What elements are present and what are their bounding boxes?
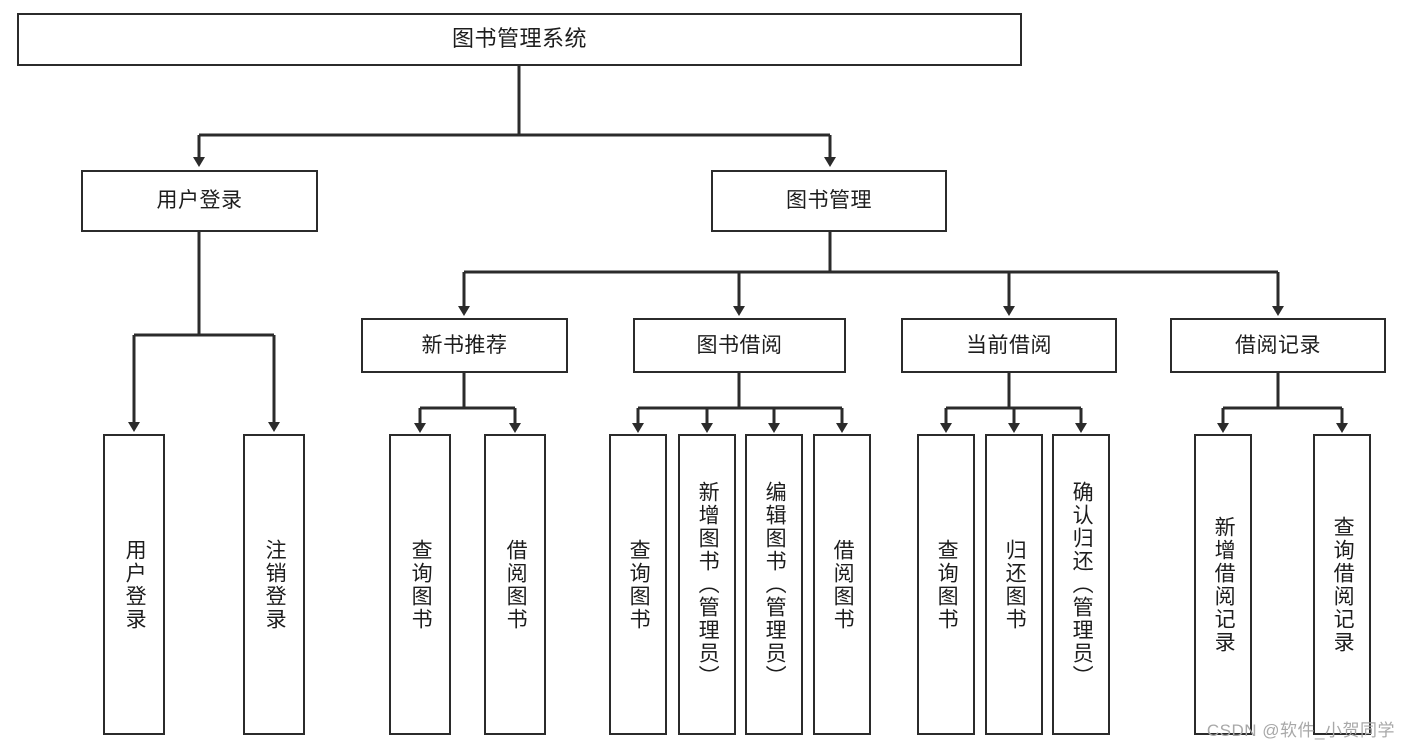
node-label: 新书推荐 (421, 333, 508, 357)
node-leaf-borrow-book-2[interactable]: 借阅图书 (813, 434, 871, 735)
node-label: 新增图书（管理员） (696, 481, 720, 688)
node-label: 图书管理 (786, 189, 872, 213)
node-label: 图书管理系统 (451, 26, 587, 52)
node-label: 借阅记录 (1235, 333, 1321, 357)
node-label: 新增借阅记录 (1212, 515, 1236, 654)
node-leaf-confirm-return-admin[interactable]: 确认归还（管理员） (1052, 434, 1110, 735)
node-current-borrow[interactable]: 当前借阅 (901, 318, 1117, 373)
node-label: 当前借阅 (966, 333, 1052, 357)
node-leaf-borrow-book-1[interactable]: 借阅图书 (484, 434, 546, 735)
node-leaf-edit-book-admin[interactable]: 编辑图书（管理员） (745, 434, 803, 735)
node-label: 确认归还（管理员） (1070, 481, 1094, 688)
node-label: 归还图书 (1003, 538, 1027, 631)
node-borrow-record[interactable]: 借阅记录 (1170, 318, 1386, 373)
node-label: 查询图书 (409, 538, 433, 631)
node-label: 编辑图书（管理员） (763, 481, 787, 688)
node-label: 查询借阅记录 (1331, 515, 1355, 654)
node-user-login[interactable]: 用户登录 (81, 170, 318, 232)
watermark-text: CSDN @软件_小贺同学 (1206, 721, 1395, 740)
node-leaf-add-borrow-record[interactable]: 新增借阅记录 (1194, 434, 1252, 735)
node-leaf-query-book-3[interactable]: 查询图书 (917, 434, 975, 735)
node-leaf-query-book-1[interactable]: 查询图书 (389, 434, 451, 735)
node-label: 查询图书 (935, 538, 959, 631)
node-new-book-recommendation[interactable]: 新书推荐 (361, 318, 568, 373)
node-leaf-add-book-admin[interactable]: 新增图书（管理员） (678, 434, 736, 735)
node-leaf-query-book-2[interactable]: 查询图书 (609, 434, 667, 735)
node-leaf-user-login[interactable]: 用户登录 (103, 434, 165, 735)
node-book-borrow[interactable]: 图书借阅 (633, 318, 846, 373)
node-root-book-management-system[interactable]: 图书管理系统 (17, 13, 1022, 66)
node-label: 借阅图书 (504, 538, 528, 631)
node-label: 图书借阅 (696, 333, 783, 357)
node-leaf-logout[interactable]: 注销登录 (243, 434, 305, 735)
node-label: 借阅图书 (831, 538, 855, 631)
node-label: 用户登录 (156, 189, 243, 213)
node-book-management[interactable]: 图书管理 (711, 170, 947, 232)
node-label: 用户登录 (123, 538, 147, 631)
node-leaf-return-book[interactable]: 归还图书 (985, 434, 1043, 735)
node-label: 注销登录 (263, 538, 287, 631)
node-label: 查询图书 (627, 538, 651, 631)
node-leaf-query-borrow-record[interactable]: 查询借阅记录 (1313, 434, 1371, 735)
